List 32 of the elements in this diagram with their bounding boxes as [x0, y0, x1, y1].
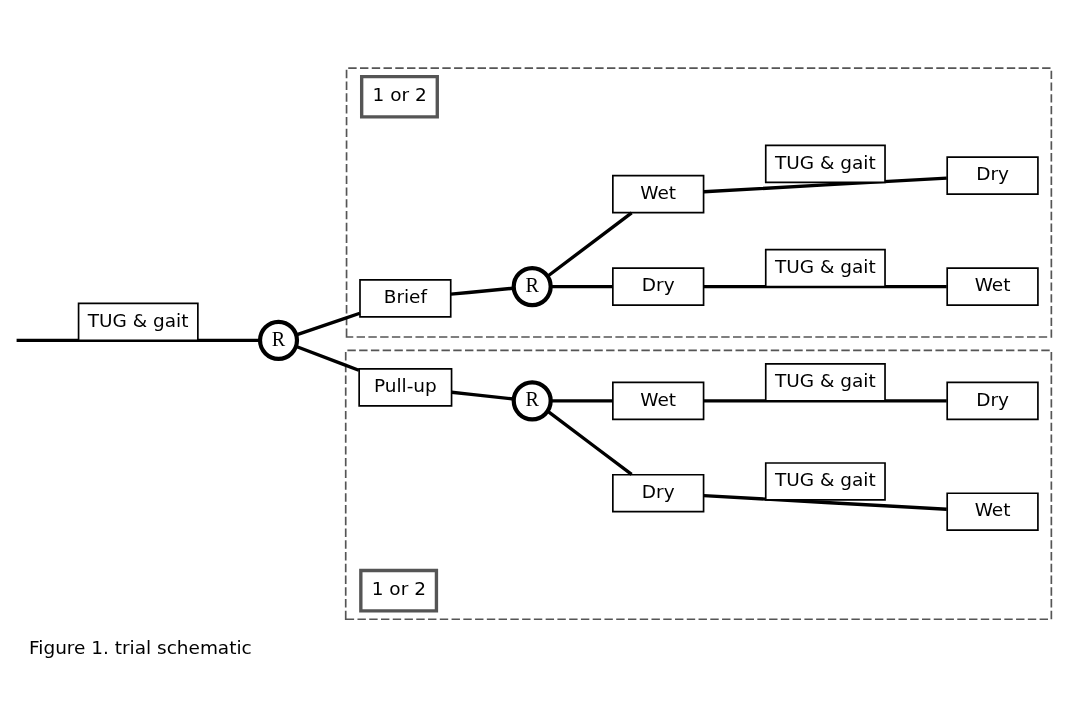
connector: [703, 493, 947, 511]
connector: [550, 284, 613, 288]
connector: [295, 344, 360, 372]
node-circle: R: [511, 265, 553, 307]
node-box: Wet: [612, 381, 705, 420]
node-box: Dry: [946, 381, 1039, 420]
node-box: Wet: [612, 174, 705, 213]
edge-label: TUG & gait: [774, 151, 876, 173]
node-box: Wet: [946, 491, 1039, 531]
node-box: Dry: [612, 266, 705, 306]
connector: [703, 176, 947, 193]
caption: Figure 1. trial schematic: [29, 636, 252, 658]
connector: [703, 284, 947, 288]
node-box: Dry: [946, 155, 1039, 195]
connector: [703, 398, 947, 402]
edge-label: TUG & gait: [774, 468, 876, 490]
edge-label: TUG & gait: [774, 255, 876, 277]
connector: [450, 286, 514, 296]
node-circle: R: [511, 379, 553, 421]
edge-label: TUG & gait: [774, 369, 876, 391]
node-circle: R: [257, 319, 300, 361]
connector: [546, 211, 633, 277]
connector: [16, 338, 260, 342]
node-box: Brief: [359, 278, 452, 318]
edge-label: TUG & gait: [87, 309, 189, 331]
connector: [451, 390, 514, 401]
node-box: Dry: [612, 473, 705, 513]
connector: [550, 398, 613, 402]
node-box: Wet: [946, 266, 1039, 306]
connector: [295, 311, 361, 336]
connector: [546, 409, 633, 476]
node-box: Pull-up: [358, 367, 453, 407]
